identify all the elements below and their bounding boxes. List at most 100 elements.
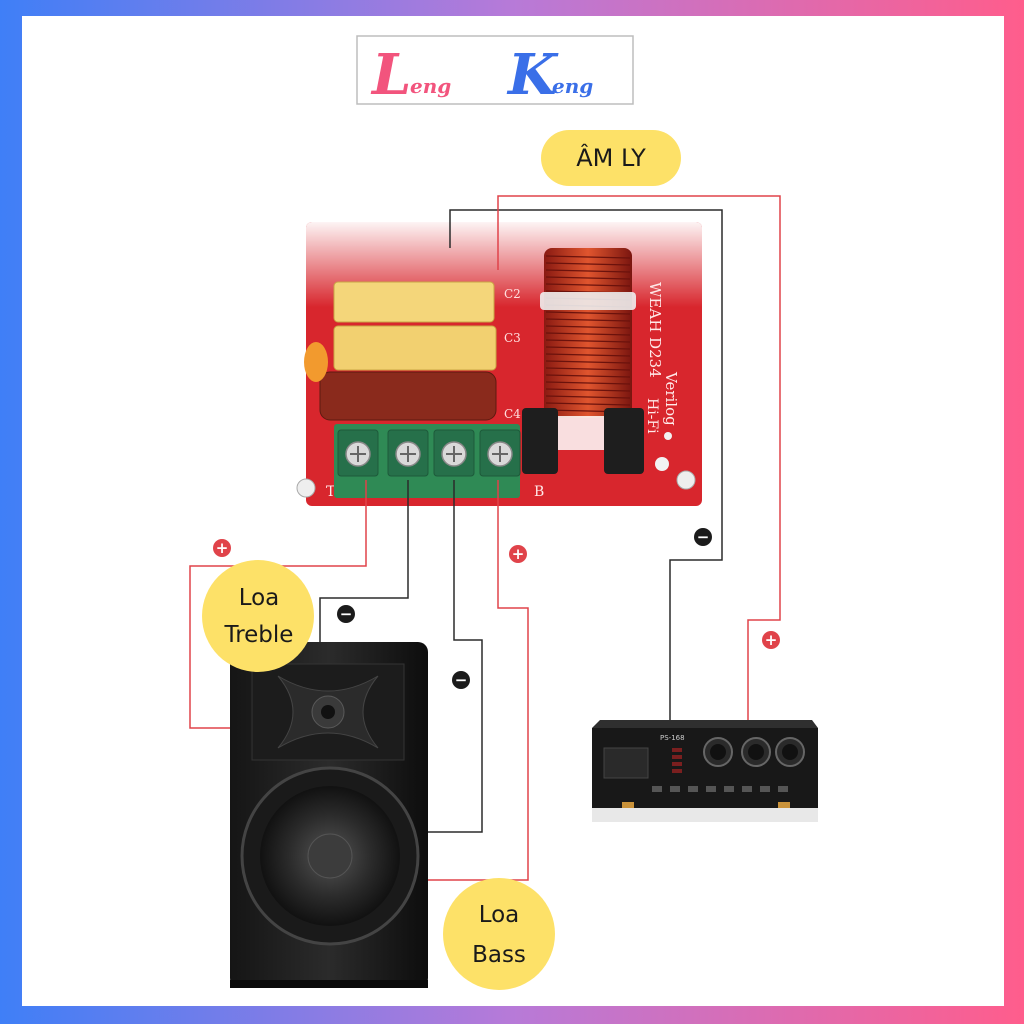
- amp-button-icon: [760, 786, 770, 792]
- board-hifi: Hi-Fi: [644, 398, 660, 434]
- coil-winding: [545, 255, 631, 259]
- minus-icon: [694, 528, 712, 546]
- amp-button-icon: [652, 786, 662, 792]
- bass-negative-wire: [346, 480, 483, 833]
- amp-display: [603, 747, 649, 779]
- board-c2: C2: [504, 287, 521, 301]
- board-brand: Verilog: [662, 371, 680, 426]
- bass-label-line1: Loa: [479, 902, 520, 928]
- logo-frame: [356, 35, 634, 105]
- coil-winding: [545, 346, 631, 350]
- speaker-base: [230, 980, 428, 988]
- amp-indicator-icon: [672, 769, 682, 773]
- capacitor-small: [304, 342, 328, 382]
- amp-negative-marker: −: [694, 528, 712, 546]
- treble-label-line2: Treble: [224, 622, 294, 648]
- mounting-screw-icon: [296, 478, 316, 498]
- tweeter-dome: [321, 705, 335, 719]
- coil-winding: [545, 332, 631, 336]
- capacitor-3: [319, 371, 497, 421]
- treble-negative-marker: −: [337, 605, 355, 623]
- board-c4: C4: [504, 407, 521, 421]
- treble-label-line1: Loa: [239, 585, 280, 611]
- knob-center: [782, 744, 798, 760]
- mounting-screw-icon: [676, 470, 696, 490]
- coil-winding: [545, 353, 631, 357]
- amplifier-unit: PS-168: [592, 720, 818, 822]
- polarity-symbol: −: [340, 605, 353, 623]
- coil-winding: [545, 325, 631, 329]
- board-c3: C3: [504, 331, 521, 345]
- amp-model: PS-168: [660, 734, 685, 742]
- bass-bubble: [443, 878, 555, 990]
- amplifier-label: ÂM LY: [541, 130, 681, 186]
- coil-winding: [545, 388, 631, 392]
- jumper-label: [558, 416, 604, 450]
- treble-label: Loa Treble: [202, 560, 314, 672]
- plus-icon: [762, 631, 780, 649]
- coil-winding: [545, 269, 631, 273]
- plus-icon: [213, 539, 231, 557]
- amp-foot: [778, 802, 790, 808]
- plus-icon: [509, 545, 527, 563]
- coil-winding: [545, 360, 631, 364]
- coil-tie: [540, 292, 636, 310]
- speaker-cabinet: [230, 642, 428, 988]
- jumper-right: [604, 408, 644, 474]
- amplifier-label-text: ÂM LY: [576, 143, 646, 172]
- amp-button-icon: [724, 786, 734, 792]
- amp-foot: [622, 802, 634, 808]
- amplifier-bubble: [541, 130, 681, 186]
- minus-icon: [452, 671, 470, 689]
- content-area: [22, 16, 1004, 1006]
- amp-button-icon: [778, 786, 788, 792]
- coil-winding: [545, 339, 631, 343]
- coil-winding: [545, 402, 631, 406]
- logo-rest-1: eng: [410, 74, 451, 98]
- woofer-dustcap: [307, 833, 353, 879]
- amp-button-icon: [706, 786, 716, 792]
- amp-indicator-icon: [672, 755, 682, 759]
- amp-indicator-icon: [672, 748, 682, 752]
- terminal-block: [334, 424, 521, 498]
- capacitor-2: [333, 325, 497, 371]
- board-model: WEAH D234: [646, 282, 664, 378]
- amp-indicator-icon: [672, 762, 682, 766]
- polarity-symbol: +: [512, 545, 525, 563]
- bass-positive-marker: +: [509, 545, 527, 563]
- amp-button-icon: [742, 786, 752, 792]
- polarity-symbol: −: [455, 671, 468, 689]
- coil-winding: [545, 381, 631, 385]
- polarity-symbol: −: [697, 528, 710, 546]
- logo-rest-2: eng: [552, 74, 593, 98]
- bass-label: Loa Bass: [443, 878, 555, 990]
- amp-button-icon: [670, 786, 680, 792]
- jumper-left: [522, 408, 558, 474]
- mounting-hole: [655, 457, 669, 471]
- polarity-symbol: +: [216, 539, 229, 557]
- board-mark-t: T: [326, 484, 336, 500]
- wiring: [189, 195, 781, 881]
- coil-winding: [545, 318, 631, 322]
- coil-winding: [545, 395, 631, 399]
- coil-winding: [545, 283, 631, 287]
- treble-positive-marker: +: [213, 539, 231, 557]
- coil-winding: [545, 311, 631, 315]
- amp-reflection: [592, 808, 818, 822]
- capacitor-1: [333, 281, 495, 323]
- led-indicator: [664, 432, 672, 440]
- bass-label-line2: Bass: [472, 942, 526, 968]
- coil-winding: [545, 276, 631, 280]
- bass-positive-wire: [330, 480, 529, 881]
- knob-center: [710, 744, 726, 760]
- minus-icon: [337, 605, 355, 623]
- knob-center: [748, 744, 764, 760]
- coil-winding: [545, 367, 631, 371]
- logo-initial-l: L: [370, 42, 411, 108]
- amp-button-icon: [688, 786, 698, 792]
- bass-negative-marker: −: [452, 671, 470, 689]
- amp-positive-marker: +: [762, 631, 780, 649]
- amp-top: [592, 720, 818, 728]
